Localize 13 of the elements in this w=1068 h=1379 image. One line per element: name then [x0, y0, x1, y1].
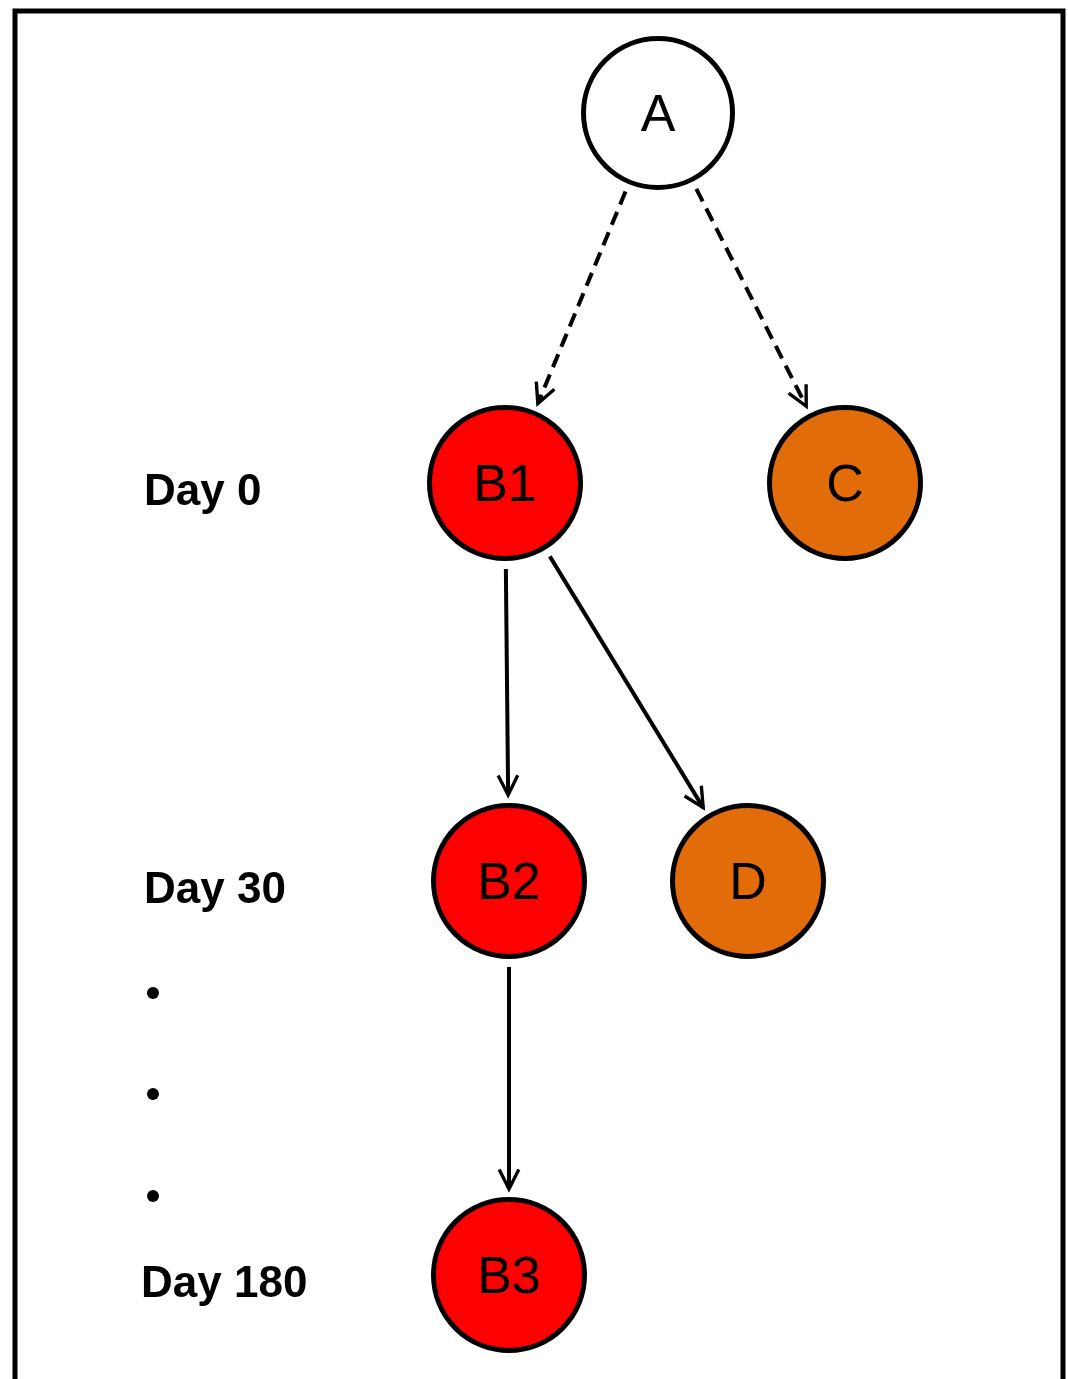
node-label: B3	[477, 1245, 541, 1305]
node-label: B1	[473, 453, 537, 513]
arrow	[496, 568, 520, 797]
time-label: Day 180	[141, 1257, 308, 1307]
time-label: Day 30	[144, 863, 286, 913]
node-label: C	[826, 453, 864, 513]
node-label: A	[640, 83, 676, 143]
arrow	[694, 187, 808, 408]
node-label: B2	[477, 851, 541, 911]
arrow	[497, 967, 521, 1191]
time-label: Day 0	[144, 465, 262, 515]
node-label: D	[729, 851, 767, 911]
arrow	[548, 555, 705, 810]
